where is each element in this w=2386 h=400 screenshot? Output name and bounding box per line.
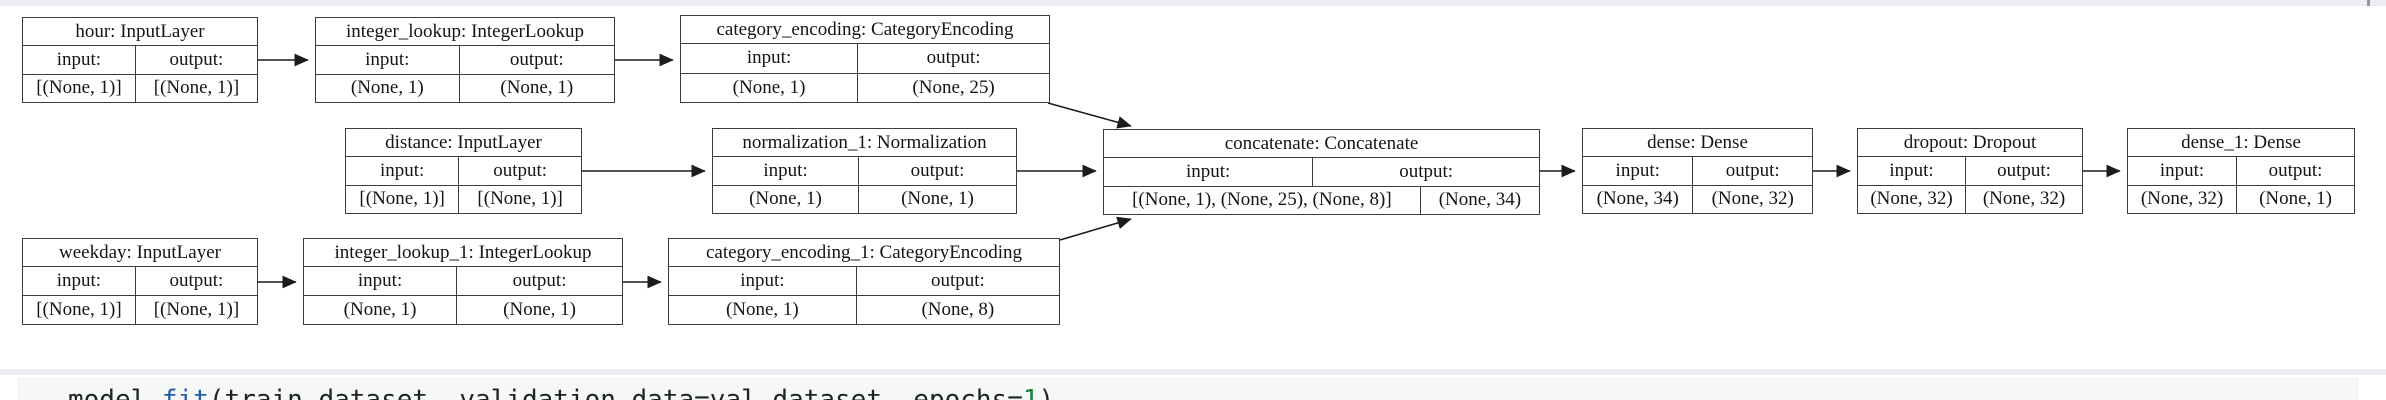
input-shape: [(None, 1)] <box>23 296 136 324</box>
input-shape: (None, 34) <box>1583 185 1694 213</box>
input-label: input: <box>1583 157 1694 185</box>
input-shape: (None, 1) <box>316 74 460 102</box>
layer-node-integer-lookup: integer_lookup: IntegerLookup input: out… <box>315 17 615 103</box>
input-label: input: <box>1104 158 1314 186</box>
output-shape: (None, 25) <box>912 76 995 98</box>
layer-node-concatenate: concatenate: Concatenate input: output: … <box>1103 129 1540 215</box>
layer-node-category-encoding: category_encoding: CategoryEncoding inpu… <box>680 15 1050 103</box>
layer-title: integer_lookup_1: IntegerLookup <box>304 239 622 267</box>
output-label: output: <box>509 48 564 70</box>
output-shape: [(None, 1)] <box>477 188 563 210</box>
code-number-token: 1 <box>1022 385 1039 400</box>
cell-gap-bottom <box>0 369 2386 375</box>
layer-title: dropout: Dropout <box>1858 129 2082 157</box>
layer-node-dropout: dropout: Dropout input: output: (None, 3… <box>1857 128 2083 214</box>
edge-cat_enc-concatenate <box>1047 102 1132 129</box>
layer-title: dense: Dense <box>1583 129 1812 157</box>
layer-node-weekday: weekday: InputLayer input: output: [(Non… <box>22 238 258 325</box>
output-label: output: <box>2268 159 2323 181</box>
output-shape: [(None, 1)] <box>153 299 240 320</box>
output-label: output: <box>512 270 567 291</box>
layer-title: normalization_1: Normalization <box>713 129 1016 157</box>
input-shape: [(None, 1)] <box>23 74 136 102</box>
input-shape: (None, 1) <box>304 296 458 324</box>
output-shape: (None, 32) <box>1711 188 1794 210</box>
output-label: output: <box>169 270 224 291</box>
input-shape: (None, 32) <box>1858 185 1967 213</box>
input-label: input: <box>2128 157 2237 185</box>
layer-title: category_encoding_1: CategoryEncoding <box>669 239 1059 267</box>
output-label: output: <box>1725 159 1780 181</box>
input-label: input: <box>713 157 859 185</box>
output-shape: (None, 1) <box>901 188 974 210</box>
layer-node-normalization-1: normalization_1: Normalization input: ou… <box>712 128 1017 214</box>
output-shape: (None, 1) <box>503 299 576 320</box>
code-line[interactable]: model.fit(train_dataset, validation_data… <box>19 379 2357 400</box>
output-label: output: <box>930 270 985 291</box>
layer-title: distance: InputLayer <box>346 129 581 157</box>
layer-title: category_encoding: CategoryEncoding <box>681 16 1049 44</box>
input-shape: [(None, 1)] <box>346 185 460 213</box>
output-label: output: <box>169 48 224 70</box>
edge-cat_enc_1-concatenate <box>1059 216 1132 241</box>
input-shape: (None, 1) <box>669 296 857 324</box>
code-object-token: model. <box>68 385 162 400</box>
cell-gap-top <box>0 0 2386 6</box>
output-shape: [(None, 1)] <box>153 77 240 99</box>
output-label: output: <box>1399 160 1454 182</box>
input-label: input: <box>23 46 136 74</box>
layer-node-distance: distance: InputLayer input: output: [(No… <box>345 128 582 214</box>
layer-title: hour: InputLayer <box>23 18 257 46</box>
output-shape: (None, 34) <box>1438 189 1522 211</box>
output-shape: (None, 1) <box>2259 188 2332 210</box>
code-function-token: fit <box>161 385 209 400</box>
input-shape: [(None, 1), (None, 25), (None, 8)] <box>1104 186 1421 214</box>
layer-node-integer-lookup-1: integer_lookup_1: IntegerLookup input: o… <box>303 238 623 325</box>
output-shape: (None, 1) <box>500 77 574 99</box>
output-label: output: <box>926 47 981 69</box>
layer-node-category-encoding-1: category_encoding_1: CategoryEncoding in… <box>668 238 1060 325</box>
input-label: input: <box>23 267 136 295</box>
layer-title: weekday: InputLayer <box>23 239 257 267</box>
input-label: input: <box>669 267 857 295</box>
input-label: input: <box>681 44 859 73</box>
layer-title: dense_1: Dense <box>2128 129 2354 157</box>
input-label: input: <box>1858 157 1967 185</box>
input-label: input: <box>316 46 460 74</box>
output-shape: (None, 32) <box>1982 188 2066 210</box>
input-label: input: <box>304 267 458 295</box>
output-shape: (None, 8) <box>921 299 995 320</box>
code-paren-token: ) <box>1038 385 1055 400</box>
input-shape: (None, 32) <box>2128 185 2237 213</box>
layer-title: integer_lookup: IntegerLookup <box>316 18 614 46</box>
input-label: input: <box>346 157 460 185</box>
input-shape: (None, 1) <box>681 73 859 102</box>
code-cell-input[interactable]: model.fit(train_dataset, validation_data… <box>18 378 2358 400</box>
input-shape: (None, 1) <box>713 185 859 213</box>
layer-node-dense: dense: Dense input: output: (None, 34) (… <box>1582 128 1813 214</box>
code-args-token: (train_dataset, validation_data=val_data… <box>208 385 1023 400</box>
output-label: output: <box>1997 159 2051 181</box>
output-label: output: <box>493 159 548 181</box>
layer-title: concatenate: Concatenate <box>1104 130 1539 158</box>
layer-node-dense-1: dense_1: Dense input: output: (None, 32)… <box>2127 128 2355 214</box>
output-label: output: <box>910 159 965 181</box>
scrollbar-tick <box>2367 0 2370 6</box>
layer-node-hour: hour: InputLayer input: output: [(None, … <box>22 17 258 103</box>
